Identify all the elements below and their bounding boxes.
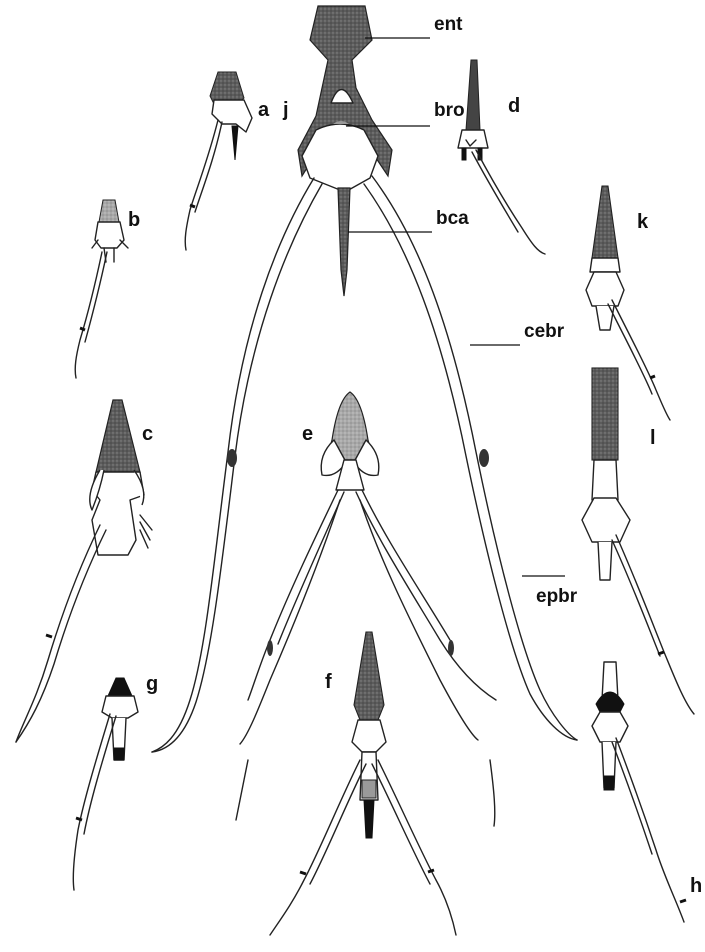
specimen-g-drawing	[72, 677, 139, 891]
specimen-e-drawing	[235, 391, 497, 827]
specimen-d-drawing	[457, 59, 546, 255]
specimen-b-drawing	[74, 199, 129, 379]
annotation-ent: ent	[434, 14, 463, 35]
specimen-f-drawing	[269, 631, 457, 936]
specimen-label-d: d	[508, 95, 520, 117]
specimen-label-e: e	[302, 423, 313, 445]
annotation-cebr: cebr	[524, 321, 565, 342]
specimen-h-drawing	[591, 661, 687, 923]
specimen-c-drawing	[15, 399, 153, 743]
specimen-k-drawing	[585, 185, 671, 421]
specimen-l-drawing	[581, 367, 695, 715]
specimen-label-k: k	[637, 211, 649, 233]
specimen-label-h: h	[690, 875, 702, 897]
specimen-label-b: b	[128, 209, 140, 231]
specimen-label-j: j	[282, 99, 289, 121]
specimen-label-l: l	[650, 427, 656, 449]
specimen-label-a: a	[258, 99, 270, 121]
specimen-label-c: c	[142, 423, 153, 445]
annotation-bca: bca	[436, 208, 469, 229]
specimen-a-drawing	[184, 71, 253, 251]
annotation-epbr: epbr	[536, 586, 578, 607]
annotation-bro: bro	[434, 100, 465, 121]
specimen-label-g: g	[146, 673, 158, 695]
specimen-j-drawing	[151, 5, 578, 753]
specimen-label-f: f	[325, 671, 332, 693]
